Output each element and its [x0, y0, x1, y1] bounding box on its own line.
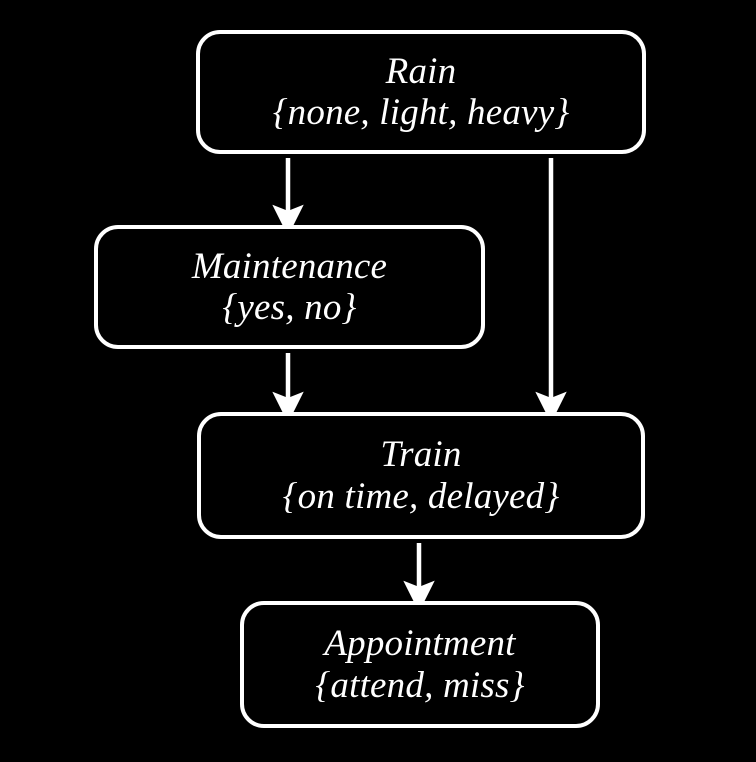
node-appointment-domain: {attend, miss}	[315, 664, 525, 706]
node-maintenance-label: Maintenance	[191, 245, 388, 287]
node-appointment-label: Appointment	[324, 623, 516, 665]
node-train-label: Train	[380, 434, 462, 476]
node-rain-label: Rain	[385, 50, 457, 92]
node-rain[interactable]: Rain {none, light, heavy}	[196, 30, 646, 154]
node-maintenance-domain: {yes, no}	[222, 287, 357, 328]
node-rain-domain: {none, light, heavy}	[272, 92, 570, 133]
node-appointment[interactable]: Appointment {attend, miss}	[240, 601, 600, 728]
node-maintenance[interactable]: Maintenance {yes, no}	[94, 225, 485, 349]
node-train[interactable]: Train {on time, delayed}	[197, 412, 645, 539]
node-train-domain: {on time, delayed}	[282, 475, 560, 517]
